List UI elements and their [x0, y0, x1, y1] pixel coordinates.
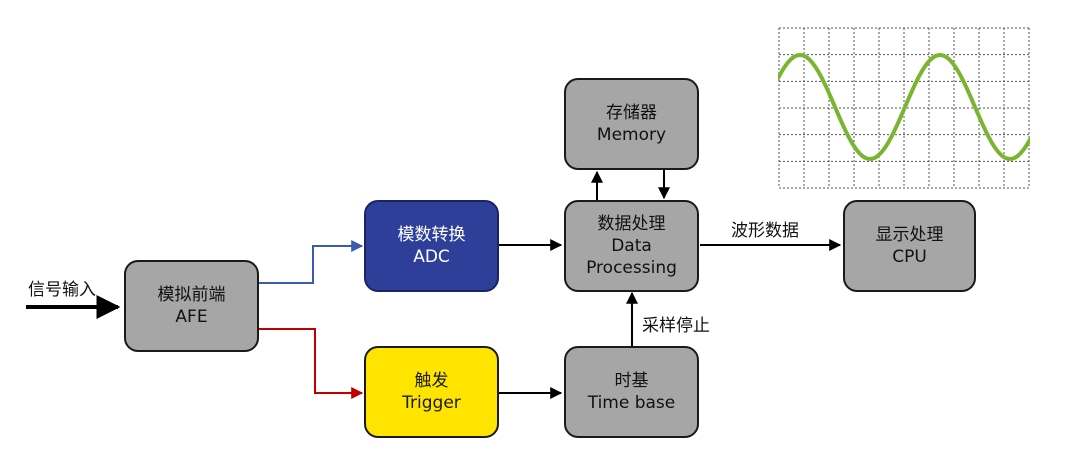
afe-to-adc-wire	[259, 240, 364, 284]
sine-waveform	[778, 52, 1030, 162]
oscilloscope-display	[778, 27, 1030, 189]
trigger-label-en: Trigger	[402, 393, 461, 413]
cpu-label-zh: 显示处理	[875, 225, 944, 245]
timebase-label-en: Time base	[587, 393, 676, 413]
adc-label-zh: 模数转换	[397, 225, 466, 245]
dp-label-zh: 数据处理	[597, 214, 666, 234]
timebase-block: 时基 Time base	[564, 346, 699, 438]
data-processing-block: 数据处理 Data Processing	[564, 200, 699, 292]
afe-to-trigger-wire	[259, 328, 364, 399]
dp-label-en2: Processing	[586, 258, 677, 278]
memory-block: 存储器 Memory	[564, 78, 699, 170]
afe-label-en: AFE	[175, 307, 208, 327]
waveform-data-label: 波形数据	[731, 221, 799, 241]
timebase-label-zh: 时基	[614, 371, 649, 391]
memory-label-en: Memory	[596, 125, 667, 145]
adc-block: 模数转换 ADC	[364, 200, 499, 292]
signal-input-label: 信号输入	[28, 280, 96, 300]
dp-label-en1: Data	[611, 236, 652, 256]
adc-label-en: ADC	[413, 247, 450, 267]
cpu-label-en: CPU	[892, 247, 927, 267]
afe-block: 模拟前端 AFE	[124, 260, 259, 352]
memory-label-zh: 存储器	[606, 103, 657, 123]
cpu-block: 显示处理 CPU	[843, 200, 976, 292]
trigger-block: 触发 Trigger	[364, 346, 499, 438]
trigger-label-zh: 触发	[414, 371, 449, 391]
afe-label-zh: 模拟前端	[157, 285, 226, 305]
sampling-stop-label: 采样停止	[642, 316, 710, 336]
